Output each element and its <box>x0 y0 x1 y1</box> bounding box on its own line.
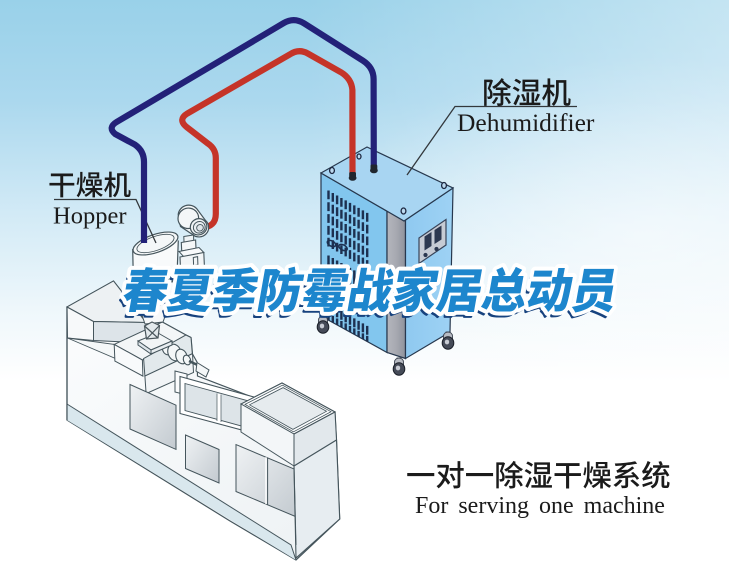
svg-text:For serving one machine: For serving one machine <box>415 493 665 519</box>
svg-text:Hopper: Hopper <box>53 203 126 230</box>
svg-text:Dehumidifier: Dehumidifier <box>457 108 595 137</box>
